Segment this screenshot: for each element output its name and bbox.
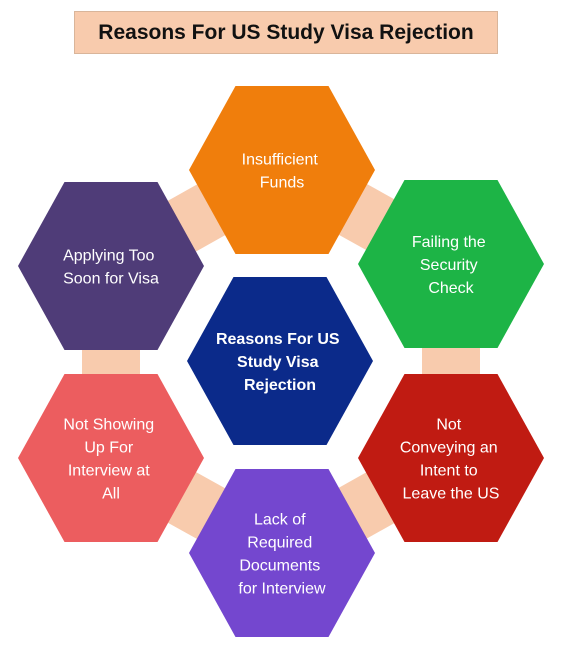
hex-not-conveying-intent-shape: [358, 374, 544, 542]
title-box: Reasons For US Study Visa Rejection: [74, 11, 498, 54]
hex-center: Reasons For US Study Visa Rejection: [187, 277, 373, 445]
hex-line: Conveying an: [400, 440, 498, 457]
hex-failing-security-check: Failing the Security Check: [358, 180, 544, 348]
hex-line: Funds: [260, 175, 304, 192]
hex-line: Applying Too: [63, 248, 154, 265]
hex-not-showing-up-label: Not Showing Up For Interview at All: [63, 417, 158, 503]
hex-line: Intent to: [420, 463, 478, 480]
hex-failing-security-check-shape: [358, 180, 544, 348]
hex-center-line: Study Visa: [237, 354, 319, 371]
hex-line: Check: [428, 280, 474, 297]
hex-line: Failing the: [412, 234, 486, 251]
hex-line: Up For: [84, 440, 134, 457]
diagram-title: Reasons For US Study Visa Rejection: [98, 20, 474, 44]
hex-lack-of-documents-shape: [189, 469, 375, 637]
hex-center-label: Reasons For US Study Visa Rejection: [216, 331, 344, 394]
hex-not-showing-up: Not Showing Up For Interview at All: [18, 374, 204, 542]
hex-applying-too-soon-shape: [18, 182, 204, 350]
hex-insufficient-funds: Insufficient Funds: [189, 86, 375, 254]
hex-line: Not: [436, 417, 461, 434]
hex-line: Documents: [239, 558, 320, 575]
hex-line: Soon for Visa: [63, 271, 159, 288]
hex-center-shape: [187, 277, 373, 445]
hex-applying-too-soon: Applying Too Soon for Visa: [18, 182, 204, 350]
hex-line: Security: [420, 257, 478, 274]
hex-line: Not Showing: [63, 417, 154, 434]
hex-applying-too-soon-label: Applying Too Soon for Visa: [63, 248, 159, 288]
hex-line: Required: [247, 535, 312, 552]
hex-center-line: Reasons For US: [216, 331, 340, 348]
hex-not-conveying-intent: Not Conveying an Intent to Leave the US: [358, 374, 544, 542]
hex-line: for Interview: [238, 581, 326, 598]
hex-line: Leave the US: [403, 486, 500, 503]
hex-lack-of-documents-label: Lack of Required Documents for Interview: [238, 512, 326, 598]
hex-insufficient-funds-label: Insufficient Funds: [242, 152, 323, 192]
hex-failing-security-check-label: Failing the Security Check: [412, 234, 490, 297]
hex-not-showing-up-shape: [18, 374, 204, 542]
hex-center-line: Rejection: [244, 377, 316, 394]
hex-line: Insufficient: [242, 152, 319, 169]
hex-insufficient-funds-shape: [189, 86, 375, 254]
hex-line: All: [102, 486, 120, 503]
hex-line: Interview at: [68, 463, 150, 480]
hex-lack-of-documents: Lack of Required Documents for Interview: [189, 469, 375, 637]
hex-not-conveying-intent-label: Not Conveying an Intent to Leave the US: [400, 417, 502, 503]
hex-line: Lack of: [254, 512, 306, 529]
